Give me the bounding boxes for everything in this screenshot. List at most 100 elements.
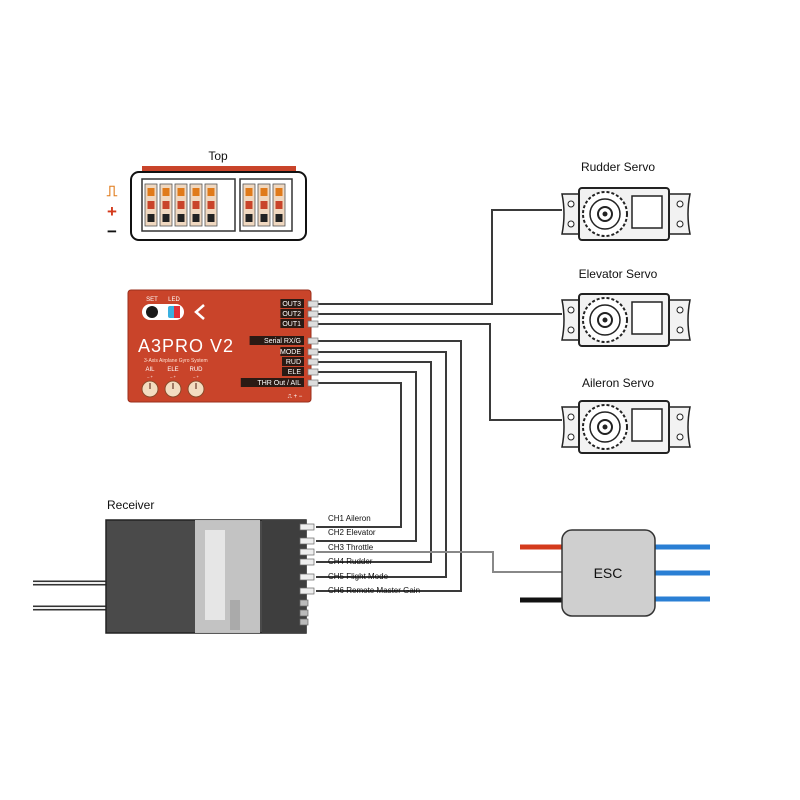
servo-screw <box>602 424 608 430</box>
led-label: LED <box>168 297 180 303</box>
top-edge-bar <box>142 166 296 171</box>
top-view: Top ⎍ + − <box>107 149 307 241</box>
receiver-pin <box>299 558 315 566</box>
wires <box>316 209 562 592</box>
servo-plate <box>631 195 663 229</box>
mount-hole <box>676 433 684 441</box>
knob-scale: – + <box>170 374 176 379</box>
pin <box>192 201 200 209</box>
mount-hole <box>567 200 575 208</box>
servo-ear-right <box>667 193 691 235</box>
servo-plate <box>631 408 663 442</box>
port-label: ELE <box>288 369 302 376</box>
signal-symbol: ⎍ <box>107 183 118 200</box>
port-label: OUT2 <box>282 311 301 318</box>
controller-pin <box>307 310 319 318</box>
receiver-pin-area <box>262 520 306 633</box>
pin <box>177 201 185 209</box>
servo: Rudder Servo <box>561 160 691 241</box>
mount-hole <box>676 220 684 228</box>
pin-block-left <box>141 178 236 232</box>
servo-label: Rudder Servo <box>581 160 655 174</box>
pin <box>207 201 215 209</box>
receiver-highlight <box>205 530 225 620</box>
channel-label: CH5 Flight Mode <box>328 572 389 581</box>
mount-hole <box>567 220 575 228</box>
mount-hole <box>567 306 575 314</box>
set-label: SET <box>146 297 158 303</box>
port-label-bg <box>282 357 304 366</box>
port-label: OUT1 <box>282 321 301 328</box>
gyro-controller: SET LED A3PRO V2 3-Axis Airplane Gyro Sy… <box>127 289 319 403</box>
controller-pin <box>307 337 319 345</box>
servo-ear-left <box>561 299 581 341</box>
port-label: Serial RX/G <box>264 338 301 345</box>
port-label-bg <box>240 378 304 387</box>
receiver-pin <box>299 523 315 531</box>
channel-label: CH1 Aileron <box>328 514 371 523</box>
mount-hole <box>676 413 684 421</box>
top-view-title: Top <box>208 149 228 163</box>
port-label-bg <box>282 367 304 376</box>
pin <box>177 214 185 222</box>
pin <box>177 188 185 196</box>
pin <box>275 188 283 196</box>
servo-label: Aileron Servo <box>582 376 654 390</box>
pin <box>260 214 268 222</box>
knob-scale: – + <box>193 374 199 379</box>
port-label: MODE <box>280 349 301 356</box>
set-button[interactable] <box>146 306 158 318</box>
controller-pin <box>307 379 319 387</box>
led-red-half <box>174 306 180 318</box>
channel-label: CH4 Rudder <box>328 557 373 566</box>
receiver-pin <box>299 548 315 556</box>
pin <box>245 214 253 222</box>
servo-plate <box>631 301 663 335</box>
minus-symbol: − <box>107 222 117 241</box>
pin <box>275 201 283 209</box>
plus-symbol: + <box>107 202 117 221</box>
pin <box>162 188 170 196</box>
servo-ear-left <box>561 193 581 235</box>
esc: ESC <box>520 529 710 617</box>
receiver-pin <box>299 587 315 595</box>
port-label-bg <box>280 347 304 356</box>
receiver-shadow <box>230 600 240 630</box>
pin <box>147 201 155 209</box>
knob-label: ELE <box>167 367 178 373</box>
mount-hole <box>676 326 684 334</box>
receiver-pin-unused <box>299 618 309 626</box>
port-label-bg <box>280 319 304 328</box>
pin <box>275 214 283 222</box>
esc-label: ESC <box>594 565 623 581</box>
mount-hole <box>676 200 684 208</box>
port-label: OUT3 <box>282 301 301 308</box>
receiver-pin <box>299 573 315 581</box>
servo-screw <box>602 317 608 323</box>
pin <box>147 188 155 196</box>
pin <box>260 201 268 209</box>
servo: Aileron Servo <box>561 376 691 454</box>
controller-pin <box>307 320 319 328</box>
wire-out1-aileron <box>316 323 562 421</box>
pin <box>192 188 200 196</box>
port-symbols: ⎍ + − <box>288 394 303 400</box>
receiver-pin-unused <box>299 609 309 617</box>
controller-pins <box>307 300 319 387</box>
brand-subtitle: 3-Axis Airplane Gyro System <box>144 358 208 364</box>
wire-ch5 <box>316 351 447 578</box>
servo-label: Elevator Servo <box>579 267 658 281</box>
mount-hole <box>567 413 575 421</box>
port-label: THR Out / AIL <box>257 380 301 387</box>
port-label-bg <box>280 309 304 318</box>
pin <box>162 201 170 209</box>
pin <box>245 201 253 209</box>
port-label-bg <box>249 336 304 345</box>
pin <box>260 188 268 196</box>
